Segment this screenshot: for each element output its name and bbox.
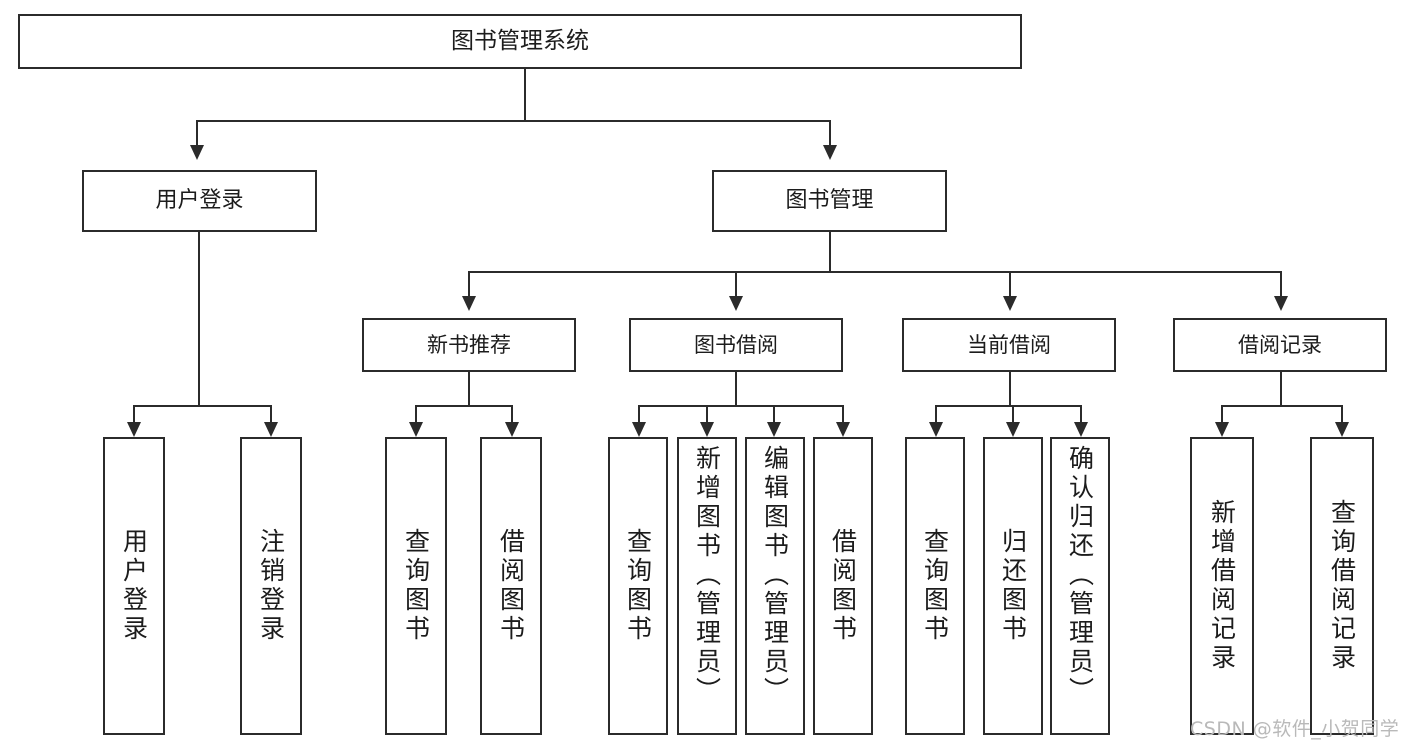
- connector-bm-to-tier2-2: [1009, 271, 1011, 296]
- node-label: 归还图书: [998, 528, 1028, 644]
- node-label: 新书推荐: [427, 332, 511, 357]
- node-label: 查询图书: [623, 528, 653, 644]
- connector-current-borrow-to-leaf-1: [1012, 405, 1014, 423]
- connector-book-borrow-to-leaf-2: [773, 405, 775, 423]
- node-label: 查询图书: [401, 528, 431, 644]
- connector-bm-to-tier2-3: [1280, 271, 1282, 296]
- arrowhead-book-borrow-to-leaf-2: [767, 422, 781, 437]
- arrowhead-user-login-to-leaf-0: [127, 422, 141, 437]
- leaf-logout[interactable]: 注销登录: [240, 437, 302, 735]
- connector-current-borrow-to-leaf-0: [935, 405, 937, 423]
- arrowhead-book-borrow-to-leaf-0: [632, 422, 646, 437]
- connector-book-borrow-to-leaf-3: [842, 405, 844, 423]
- node-label: 用户登录: [119, 528, 149, 644]
- node-label: 借阅图书: [828, 528, 858, 644]
- connector-current-borrow-to-leaf-2: [1080, 405, 1082, 423]
- connector-book-borrow-to-leaf-0: [638, 405, 640, 423]
- arrowhead-bm-to-tier2-0: [462, 296, 476, 311]
- arrowhead-current-borrow-to-leaf-0: [929, 422, 943, 437]
- leaf-user-login[interactable]: 用户登录: [103, 437, 165, 735]
- arrowhead-current-borrow-to-leaf-2: [1074, 422, 1088, 437]
- connector-borrow-record-to-leaf-1: [1341, 405, 1343, 423]
- arrowhead-borrow-record-to-leaf-0: [1215, 422, 1229, 437]
- leaf-return-book[interactable]: 归还图书: [983, 437, 1043, 735]
- connector-root-to-book-management: [829, 120, 831, 145]
- connector-book-borrow-to-leaf-1: [706, 405, 708, 423]
- connector-bm-to-tier2-1: [735, 271, 737, 296]
- arrowhead-book-borrow-to-leaf-3: [836, 422, 850, 437]
- connector-book-borrow-stem: [735, 372, 737, 406]
- connector-current-borrow-bar: [935, 405, 1081, 407]
- connector-book-borrow-bar: [638, 405, 843, 407]
- node-label: 图书管理系统: [451, 27, 589, 54]
- arrowhead-new-book-to-leaf-0: [409, 422, 423, 437]
- connector-book-management-stem: [829, 232, 831, 272]
- connector-user-login-bar: [133, 405, 270, 407]
- connector-book-management-bar: [468, 271, 1280, 273]
- leaf-query-book-current[interactable]: 查询图书: [905, 437, 965, 735]
- leaf-query-book-borrow[interactable]: 查询图书: [608, 437, 668, 735]
- connector-root-bar: [196, 120, 830, 122]
- arrowhead-user-login-to-leaf-1: [264, 422, 278, 437]
- node-label: 用户登录: [155, 188, 244, 214]
- connector-borrow-record-bar: [1221, 405, 1341, 407]
- node-label: 查询图书: [920, 528, 950, 644]
- node-label: 注销登录: [256, 528, 286, 644]
- connector-root-to-user-login: [196, 120, 198, 145]
- node-label: 当前借阅: [967, 332, 1051, 357]
- node-label: 借阅记录: [1238, 332, 1322, 357]
- leaf-add-book-admin[interactable]: 新增图书（管理员）: [677, 437, 737, 735]
- node-book-management[interactable]: 图书管理: [712, 170, 947, 232]
- arrowhead-new-book-to-leaf-1: [505, 422, 519, 437]
- node-label: 新增图书（管理员）: [692, 445, 722, 706]
- leaf-add-borrow-record[interactable]: 新增借阅记录: [1190, 437, 1254, 735]
- node-label: 借阅图书: [496, 528, 526, 644]
- arrowhead-bm-to-tier2-1: [729, 296, 743, 311]
- connector-new-book-stem: [468, 372, 470, 406]
- leaf-query-book-recommend[interactable]: 查询图书: [385, 437, 447, 735]
- arrowhead-root-to-book-management: [823, 145, 837, 160]
- leaf-confirm-return-admin[interactable]: 确认归还（管理员）: [1050, 437, 1110, 735]
- leaf-borrow-book[interactable]: 借阅图书: [813, 437, 873, 735]
- connector-borrow-record-to-leaf-0: [1221, 405, 1223, 423]
- leaf-borrow-book-recommend[interactable]: 借阅图书: [480, 437, 542, 735]
- node-label: 图书借阅: [694, 332, 778, 357]
- connector-current-borrow-stem: [1009, 372, 1011, 406]
- connector-new-book-to-leaf-0: [415, 405, 417, 423]
- arrowhead-current-borrow-to-leaf-1: [1006, 422, 1020, 437]
- leaf-query-borrow-record[interactable]: 查询借阅记录: [1310, 437, 1374, 735]
- connector-bm-to-tier2-0: [468, 271, 470, 296]
- connector-user-login-to-leaf-0: [133, 405, 135, 423]
- connector-user-login-stem: [198, 232, 200, 406]
- arrowhead-root-to-user-login: [190, 145, 204, 160]
- node-label: 图书管理: [785, 188, 874, 214]
- node-root-book-management-system[interactable]: 图书管理系统: [18, 14, 1022, 69]
- node-label: 查询借阅记录: [1327, 499, 1357, 673]
- connector-new-book-to-leaf-1: [511, 405, 513, 423]
- connector-borrow-record-stem: [1280, 372, 1282, 406]
- node-new-book-recommend[interactable]: 新书推荐: [362, 318, 576, 372]
- node-label: 编辑图书（管理员）: [760, 445, 790, 706]
- connector-new-book-bar: [415, 405, 511, 407]
- node-label: 确认归还（管理员）: [1065, 445, 1095, 706]
- connector-user-login-to-leaf-1: [270, 405, 272, 423]
- arrowhead-bm-to-tier2-2: [1003, 296, 1017, 311]
- node-borrow-record[interactable]: 借阅记录: [1173, 318, 1387, 372]
- arrowhead-borrow-record-to-leaf-1: [1335, 422, 1349, 437]
- arrowhead-book-borrow-to-leaf-1: [700, 422, 714, 437]
- node-label: 新增借阅记录: [1207, 499, 1237, 673]
- leaf-edit-book-admin[interactable]: 编辑图书（管理员）: [745, 437, 805, 735]
- node-book-borrow[interactable]: 图书借阅: [629, 318, 843, 372]
- node-user-login[interactable]: 用户登录: [82, 170, 317, 232]
- node-current-borrow[interactable]: 当前借阅: [902, 318, 1116, 372]
- connector-root-stem: [524, 69, 526, 121]
- arrowhead-bm-to-tier2-3: [1274, 296, 1288, 311]
